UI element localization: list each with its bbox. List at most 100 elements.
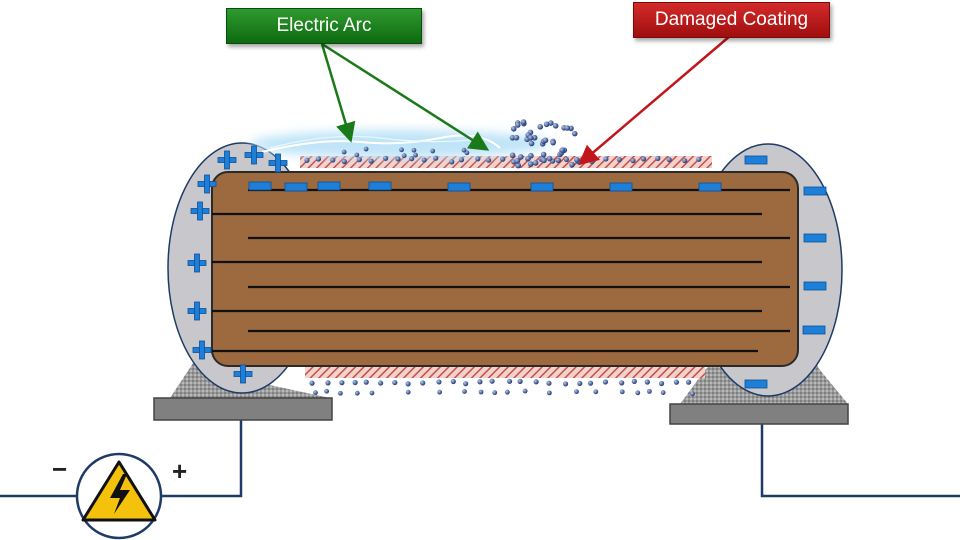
- particle: [504, 389, 510, 395]
- particle: [603, 156, 609, 162]
- minus-charge-icon: [802, 325, 826, 335]
- particle: [631, 378, 637, 384]
- particle: [673, 379, 680, 385]
- damaged-coating-label: Damaged Coating: [633, 2, 830, 38]
- particle: [420, 380, 426, 386]
- minus-charge-icon: [530, 182, 554, 192]
- minus-charge-icon: [744, 155, 768, 165]
- particle: [569, 161, 575, 168]
- particle: [509, 135, 516, 141]
- particle: [533, 379, 539, 385]
- particle: [339, 380, 345, 386]
- circuit-wires: [0, 418, 960, 498]
- plus-charge-icon: [244, 145, 264, 165]
- particle: [616, 157, 623, 163]
- particle: [413, 152, 418, 158]
- particle: [635, 390, 641, 396]
- particle: [462, 389, 467, 394]
- particle: [515, 122, 521, 128]
- minus-charge-icon: [284, 182, 308, 192]
- particle: [433, 155, 439, 161]
- plus-charge-icon: [187, 301, 207, 321]
- particle: [409, 156, 415, 162]
- particle: [546, 155, 553, 162]
- particle: [395, 156, 401, 162]
- particle: [450, 378, 456, 385]
- particle: [685, 379, 692, 385]
- particle: [352, 379, 358, 386]
- particle: [542, 137, 549, 144]
- negative-charges: [248, 155, 827, 389]
- particle: [507, 378, 513, 384]
- particle: [564, 125, 571, 131]
- particle: [461, 147, 467, 153]
- particle: [520, 119, 527, 125]
- electric-arc-arrows: [320, 42, 490, 151]
- particle: [513, 134, 520, 141]
- particle: [546, 380, 552, 386]
- particle: [658, 380, 665, 387]
- voltage-source: [75, 452, 163, 540]
- particle: [383, 155, 389, 161]
- plus-charge-icon: [190, 201, 210, 221]
- particle: [463, 381, 469, 387]
- particle: [399, 147, 404, 153]
- minus-charge-icon: [248, 181, 272, 191]
- particle: [514, 157, 521, 164]
- particle: [369, 390, 375, 396]
- particle: [401, 153, 407, 159]
- damaged-coating-top: [300, 156, 712, 168]
- plus-charge-icon: [268, 153, 288, 173]
- particle: [354, 390, 360, 396]
- particle: [517, 154, 524, 160]
- negative-terminal-sign: −: [52, 454, 68, 484]
- particle: [541, 157, 547, 164]
- particle: [555, 157, 562, 164]
- particle: [574, 389, 579, 395]
- particle: [574, 157, 580, 163]
- charge-particles: [304, 119, 702, 397]
- particle: [430, 148, 436, 154]
- minus-charge-icon: [609, 182, 633, 192]
- left-solder-pad: [153, 397, 333, 421]
- particle: [341, 158, 347, 165]
- particle: [630, 158, 636, 164]
- particle: [571, 130, 578, 137]
- minus-charge-icon: [368, 181, 392, 191]
- high-voltage-warning-icon: [81, 460, 157, 522]
- particle: [500, 156, 506, 162]
- particle: [489, 378, 495, 384]
- particle: [337, 390, 343, 396]
- particle: [593, 389, 599, 395]
- particle: [309, 380, 315, 386]
- particle: [548, 120, 554, 126]
- particle: [356, 157, 362, 163]
- particle: [690, 391, 695, 397]
- particle: [527, 161, 534, 167]
- particle: [647, 388, 652, 394]
- particle: [354, 152, 360, 158]
- particle: [543, 121, 550, 128]
- particle: [537, 123, 544, 130]
- particle: [682, 157, 688, 164]
- particle: [437, 389, 442, 395]
- plus-charge-icon: [187, 253, 207, 273]
- particle: [602, 379, 609, 385]
- particle: [478, 389, 484, 395]
- particle: [640, 156, 647, 162]
- particle: [619, 380, 625, 386]
- damaged-coating-bottom: [305, 365, 705, 378]
- particle: [405, 381, 411, 387]
- particle: [589, 158, 595, 165]
- electric-arc-label: Electric Arc: [226, 8, 422, 44]
- particle: [477, 379, 483, 385]
- minus-charge-icon: [744, 379, 768, 389]
- plus-charge-icon: [217, 150, 237, 170]
- particle: [304, 157, 310, 163]
- positive-terminal-sign: +: [172, 456, 188, 486]
- particle: [421, 157, 427, 163]
- particle: [363, 379, 369, 385]
- particle: [509, 152, 516, 159]
